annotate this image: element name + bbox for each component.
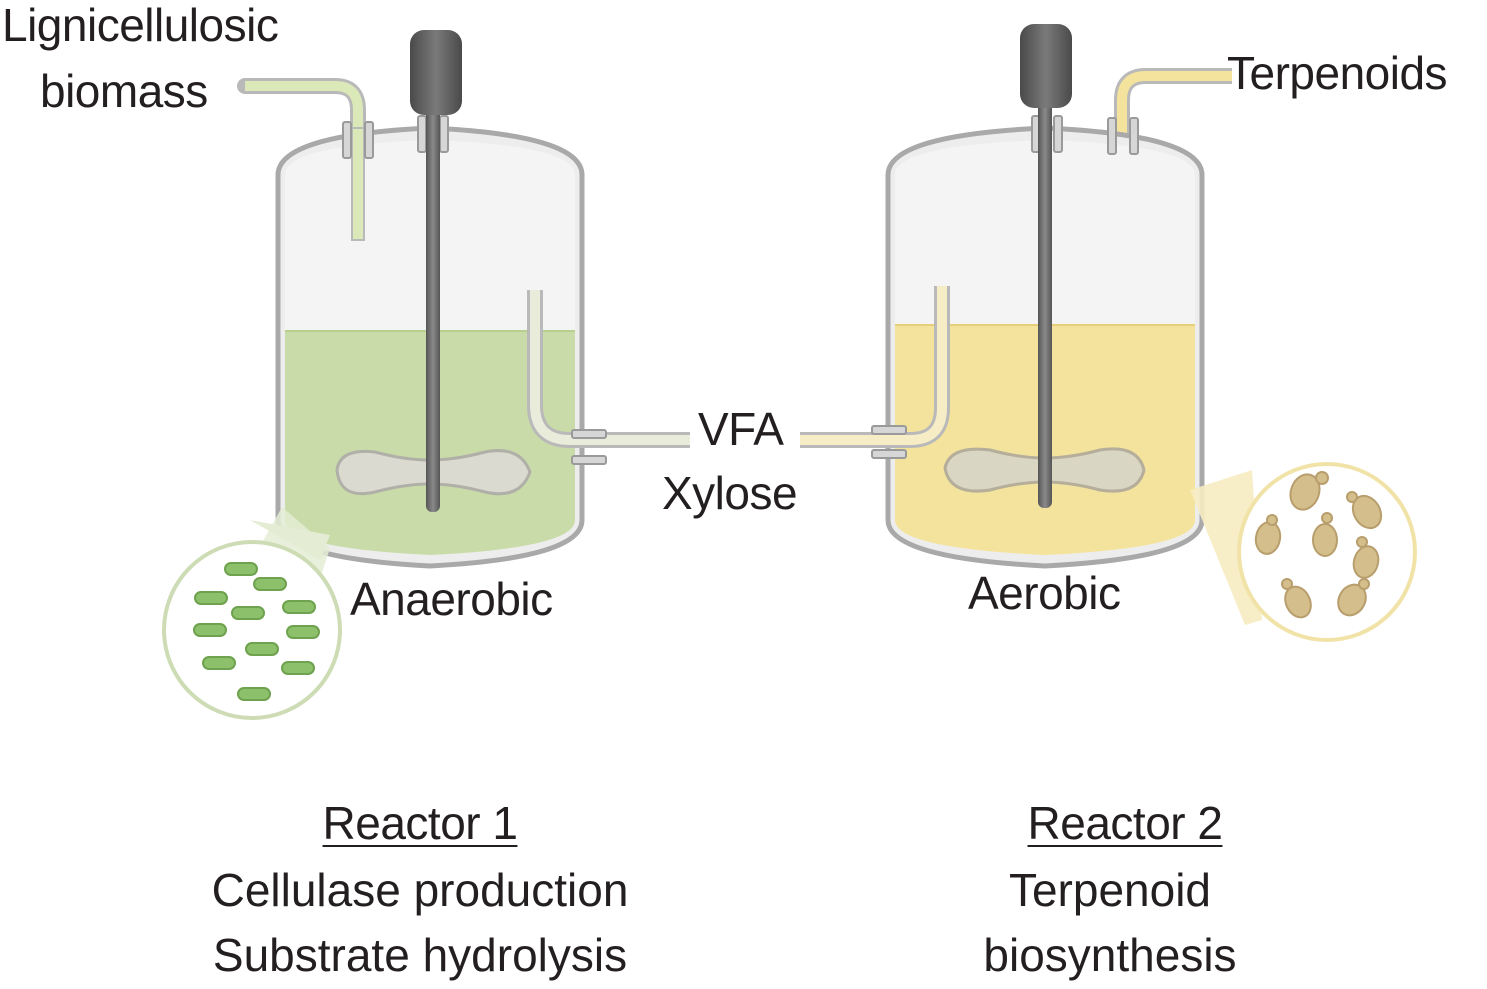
feed-label-line1: Lignicellulosic — [2, 0, 279, 51]
bacteria-cells — [193, 562, 320, 701]
reactor-1-vessel — [237, 30, 690, 569]
reactor-1-description: Cellulase production Substrate hydrolysi… — [140, 858, 700, 989]
reactor-1-desc-line1: Cellulase production — [211, 864, 629, 916]
reactor-2-vessel — [800, 24, 1232, 569]
reactor-2-description: Terpenoid biosynthesis — [875, 858, 1345, 989]
reactor-1-desc-line2: Substrate hydrolysis — [212, 929, 628, 982]
reactor-2-desc-line2: biosynthesis — [983, 929, 1237, 982]
feed-label-line2: biomass — [40, 65, 208, 117]
product-label: Terpenoids — [1227, 47, 1448, 99]
reactor-2-title: Reactor 2 — [875, 800, 1375, 846]
reactor-1-shaft — [426, 100, 440, 512]
reactor-2-shaft — [1038, 100, 1052, 508]
reactor-2-motor — [1020, 24, 1072, 108]
reactor-2-condition: Aerobic — [968, 567, 1121, 619]
transfer-label-vfa: VFA — [698, 403, 784, 455]
transfer-label-xylose: Xylose — [662, 467, 798, 519]
reactor-2-desc-line1: Terpenoid — [1008, 864, 1212, 916]
yeast-zoom-bubble — [1190, 462, 1417, 642]
reactor-1-title-text: Reactor 1 — [322, 797, 518, 849]
reactor-2-title-text: Reactor 2 — [1027, 797, 1223, 849]
reactor-1-motor — [410, 30, 462, 115]
reactor-1-condition: Anaerobic — [350, 573, 553, 625]
yeast-cells — [1254, 471, 1383, 619]
reactor-1-title: Reactor 1 — [170, 800, 670, 846]
bacteria-zoom-bubble — [162, 507, 342, 720]
